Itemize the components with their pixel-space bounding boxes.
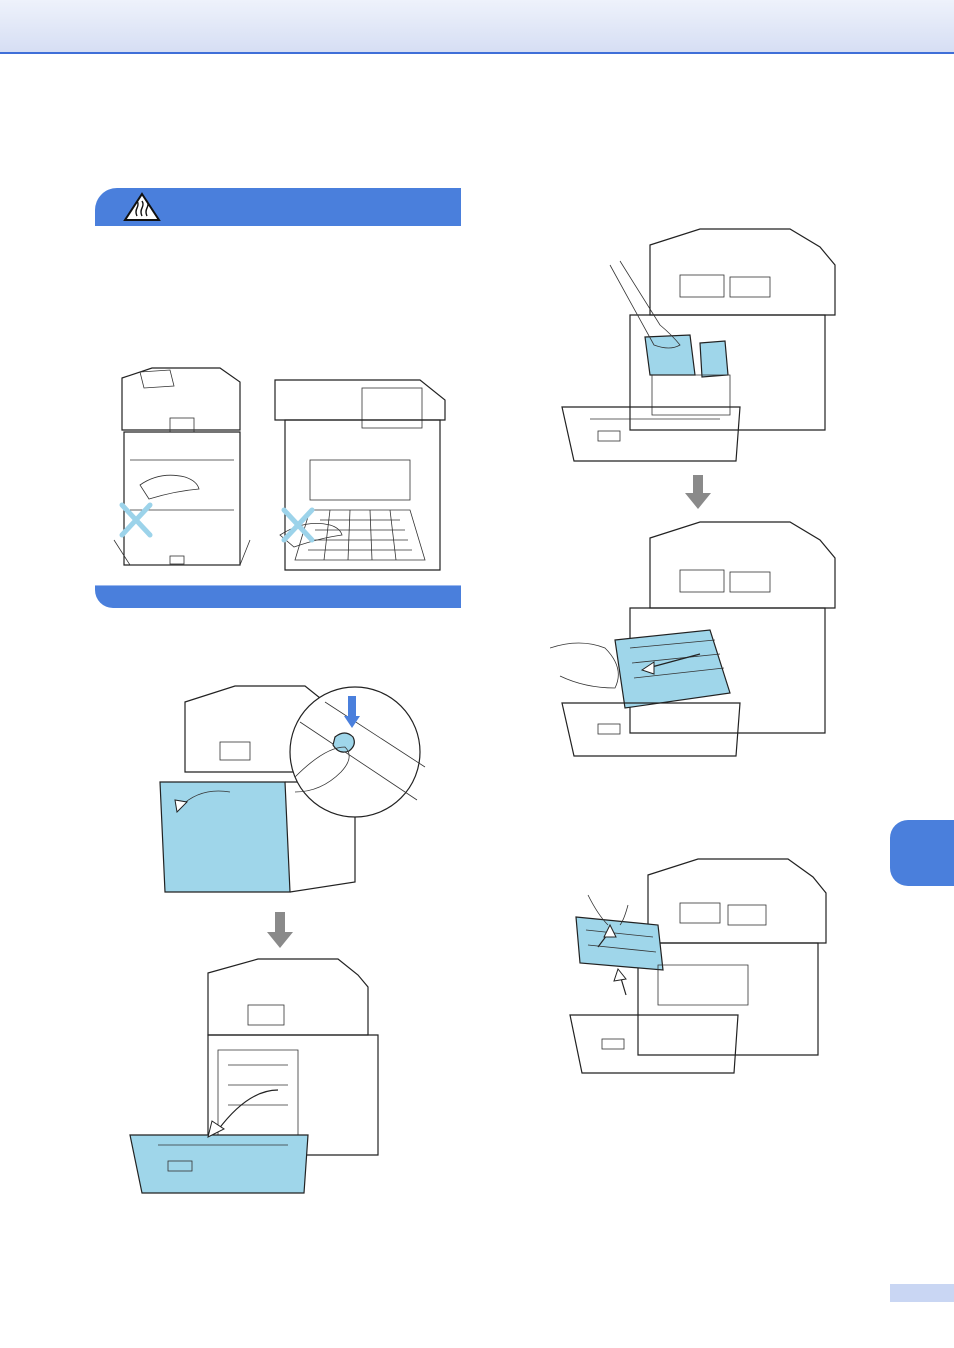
figure-remove-belt-unit bbox=[568, 855, 830, 1080]
belt-unit-blue bbox=[576, 917, 663, 970]
open-direction-arrow bbox=[218, 1090, 278, 1130]
printer-back-view bbox=[275, 380, 445, 570]
front-cover-blue bbox=[160, 782, 290, 892]
down-arrow-1 bbox=[265, 912, 295, 950]
printer-front-view bbox=[114, 368, 250, 565]
page-header-band bbox=[0, 0, 954, 54]
figure-hot-surface-front-back bbox=[100, 360, 450, 575]
down-arrow-2 bbox=[683, 475, 713, 511]
caution-footer-bar bbox=[95, 585, 461, 608]
caution-header-bar bbox=[95, 188, 461, 226]
figure-pull-out-drum-unit bbox=[550, 518, 842, 758]
figure-press-front-cover-release bbox=[155, 682, 430, 912]
figure-release-drum-lock bbox=[560, 225, 842, 465]
chapter-side-tab bbox=[890, 820, 954, 886]
opened-front-cover-blue bbox=[130, 1135, 308, 1193]
hot-surface-warning-icon bbox=[123, 192, 161, 222]
figure-front-cover-open bbox=[128, 955, 413, 1195]
page-number-box bbox=[890, 1284, 954, 1302]
drum-lock-lever-blue bbox=[645, 335, 695, 375]
